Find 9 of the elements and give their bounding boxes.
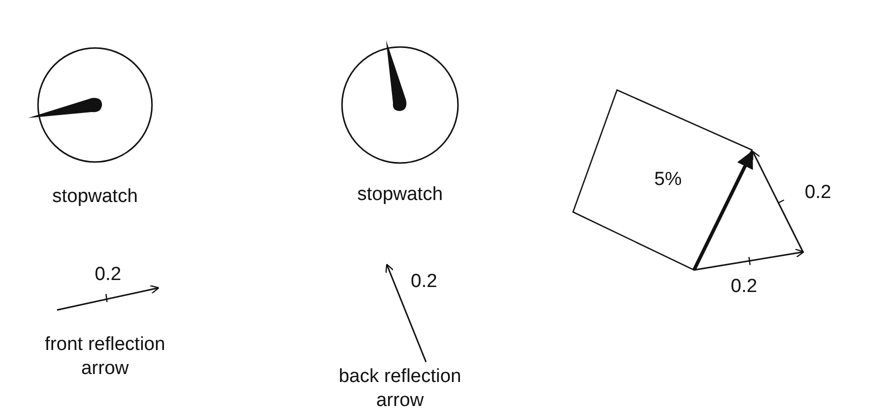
caption: stopwatch (357, 183, 443, 207)
percent-label: 5% (654, 168, 682, 192)
magnitude-label: 0.2 (94, 263, 122, 287)
magnitude-label: 0.2 (804, 181, 832, 205)
caption: back reflection arrow (338, 365, 462, 413)
magnitude-label: 0.2 (730, 275, 758, 299)
magnitude-label: 0.2 (410, 270, 438, 294)
caption: front reflection arrow (44, 333, 166, 381)
caption: stopwatch (52, 185, 138, 209)
